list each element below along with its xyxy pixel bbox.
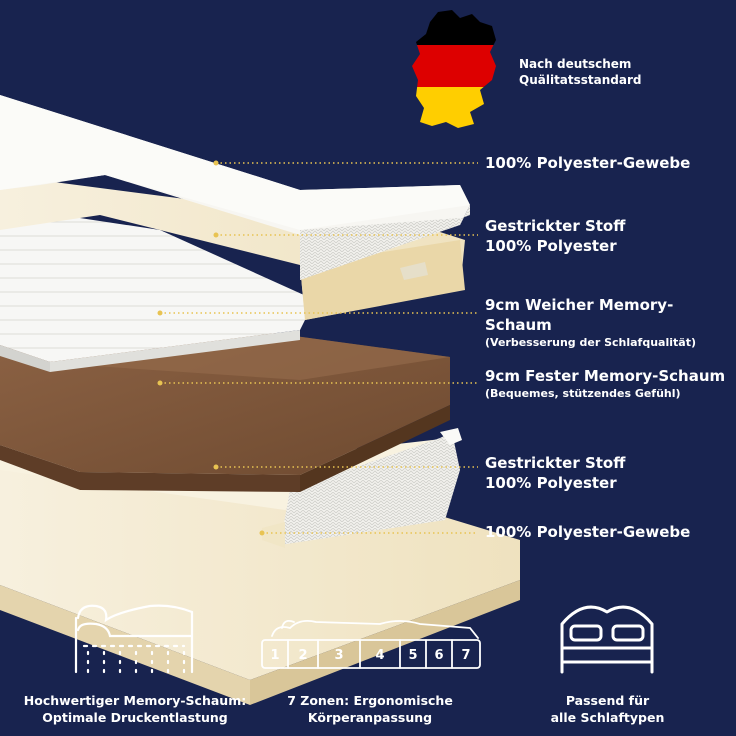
leader-dot-2: [213, 232, 219, 238]
layer-subtitle: (Verbesserung der Schlafqualität): [485, 336, 696, 349]
feature-line-2: alle Schlaftypen: [550, 710, 665, 725]
leader-lines: [160, 162, 478, 534]
layer-title: 100% Polyester-Gewebe: [485, 523, 691, 541]
layer-subtitle: 100% Polyester: [485, 474, 617, 492]
feature-line-1: Passend für: [565, 693, 650, 708]
bed-icon: [560, 605, 654, 674]
leader-dot-4: [157, 380, 163, 386]
layer-subtitle: 100% Polyester: [485, 237, 617, 255]
zone-number: 1: [270, 648, 279, 663]
layer-label-6: 100% Polyester-Gewebe: [485, 522, 690, 542]
memory-foam-body-icon: [74, 604, 194, 674]
layer-title: 100% Polyester-Gewebe: [485, 154, 691, 172]
leader-dot-6: [259, 530, 265, 536]
soft-memory-foam-layer: [0, 215, 315, 372]
layer-title: Gestrickter Stoff: [485, 217, 626, 235]
layer-title: 9cm Weicher Memory-Schaum: [485, 296, 674, 334]
zone-number: 6: [434, 648, 443, 663]
feature-caption-2: 7 Zonen: Ergonomische Körperanpassung: [270, 692, 470, 726]
feature-caption-1: Hochwertiger Memory-Schaum: Optimale Dru…: [0, 692, 270, 726]
layer-label-1: 100% Polyester-Gewebe: [485, 153, 690, 173]
leader-dots: [157, 160, 265, 536]
zone-number: 3: [334, 648, 343, 663]
layer-title: 9cm Fester Memory-Schaum: [485, 367, 726, 385]
badge-line-2: Quälitatsstandard: [519, 73, 642, 87]
feature-line-2: Körperanpassung: [307, 710, 433, 725]
feature-line-2: Optimale Druckentlastung: [42, 710, 228, 725]
leader-dot-3: [157, 310, 163, 316]
seven-zones-icon: [261, 619, 481, 669]
layer-title: Gestrickter Stoff: [485, 454, 626, 472]
leader-dot-5: [213, 464, 219, 470]
feature-line-1: 7 Zonen: Ergonomische: [287, 693, 453, 708]
layer-label-3: 9cm Weicher Memory-Schaum (Verbesserung …: [485, 295, 736, 350]
germany-flag-map-icon: [412, 10, 496, 128]
zone-number: 4: [375, 648, 384, 663]
zone-number: 2: [298, 648, 307, 663]
zone-number: 7: [461, 648, 470, 663]
badge-line-1: Nach deutschem: [519, 57, 632, 71]
feature-line-1: Hochwertiger Memory-Schaum:: [23, 693, 247, 708]
zone-labels: 1 2 3 4 5 6 7: [270, 648, 470, 663]
layer-subtitle: (Bequemes, stützendes Gefühl): [485, 387, 681, 400]
layer-label-5: Gestrickter Stoff 100% Polyester: [485, 453, 625, 493]
feature-caption-3: Passend für alle Schlaftypen: [520, 692, 695, 726]
layer-label-4: 9cm Fester Memory-Schaum (Bequemes, stüt…: [485, 366, 725, 401]
leader-dot-1: [213, 160, 219, 166]
top-cover-layer: [0, 95, 470, 280]
layer-label-2: Gestrickter Stoff 100% Polyester: [485, 216, 625, 256]
zone-number: 5: [408, 648, 417, 663]
quality-badge-text: Nach deutschem Quälitatsstandard: [519, 56, 642, 88]
